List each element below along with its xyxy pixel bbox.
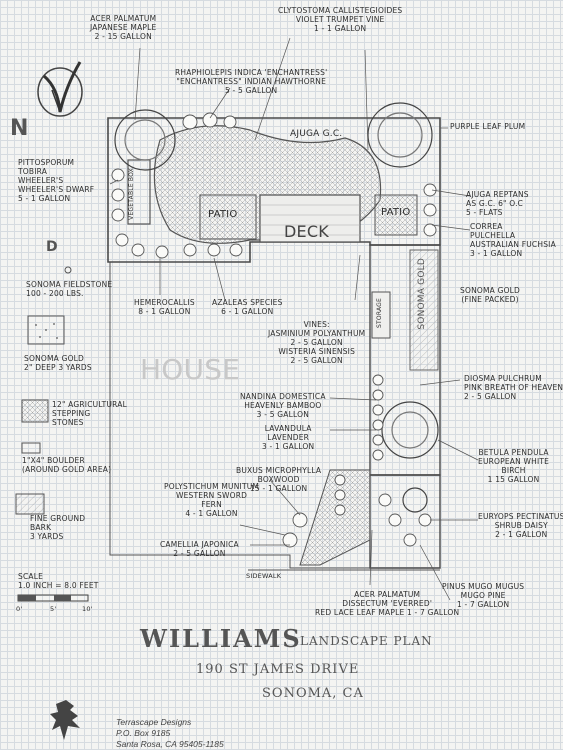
scale-tick-5: 5' [50,605,57,613]
label-sonoma-gold-legend: Sonoma Gold 2" deep 3 yards [24,354,92,372]
title-address: 190 St James Drive [196,662,360,677]
patio-right-area [374,194,418,236]
storage-area [371,291,391,339]
label-pittosporum: Pittosporum Tobira Wheeler's Wheeler's D… [18,158,95,203]
sonoma-gold-swatch [27,315,65,345]
label-purple-leaf-plum: Purple Leaf Plum [450,122,526,131]
label-lavandula: Lavandula Lavender 3 - 1 Gallon [262,424,315,451]
label-acer-dissectum: Acer Palmatum Dissectum 'Everred' Red La… [315,590,460,617]
firm-address-1: P.O. Box 9185 [116,728,171,738]
deck-area [259,194,361,243]
north-arrow-icon [37,61,83,117]
sonoma-gold-strip [409,249,439,371]
label-sonoma-fieldstone: Sonoma Fieldstone 100 - 200 lbs. [26,280,113,298]
label-betula: Betula Pendula European White Birch 1 15… [478,448,550,484]
label-deck: Deck [284,222,329,241]
label-patio-right: Patio [381,207,411,218]
label-house: House [140,353,241,386]
scale-bar [17,594,89,602]
backyard-boundary [107,117,441,263]
terrascape-logo-icon [50,700,80,740]
label-pinus: Pinus Mugo Mugus Mugo Pine 1 - 7 Gallon [442,582,525,609]
patio-left-area [199,194,257,240]
label-bark: Fine Ground Bark 3 yards [30,514,86,541]
title-client-name: Williams [140,624,302,653]
stepping-stones-swatch [21,399,49,423]
north-logo-letter: N [10,116,29,141]
label-camellia: Camellia Japonica 2 - 5 Gallon [160,540,239,558]
label-sidewalk: Sidewalk [246,572,282,580]
label-hemerocallis: Hemerocallis 8 - 1 Gallon [134,298,195,316]
label-ajuga-gc: Ajuga G.C. [290,129,343,139]
label-sonoma-gold-strip: Sonoma Gold [417,258,427,330]
label-polystichum: Polystichum munitum Western Sword Fern 4… [164,482,260,518]
shrub-symbols [111,112,437,548]
label-buxus: Buxus Microphylla Boxwood 15 - 1 Gallon [236,466,322,493]
label-acer-palmatum: Acer Palmatum Japanese Maple 2 - 15 Gall… [90,14,157,41]
label-clytostoma: Clytostoma Callistegioides Violet Trumpe… [278,6,403,33]
label-sonoma-gold-packed: Sonoma Gold (Fine Packed) [460,286,521,304]
label-patio-left: Patio [208,209,238,220]
firm-name: Terrascape Designs [116,717,192,727]
title-city: Sonoma, CA [262,686,364,701]
scale-label: Scale 1.0 inch = 8.0 feet [18,572,99,590]
label-storage: Storage [376,298,383,328]
scale-tick-0: 0' [16,605,23,613]
boulder-swatch [21,442,41,454]
title-plan-type: Landscape Plan [300,634,433,648]
label-nandina: Nandina Domestica Heavenly Bamboo 3 - 5 … [240,392,326,419]
label-correa: Correa Pulchella Australian Fuchsia 3 - … [470,222,556,258]
front-walkway [299,469,371,566]
label-euryops: Euryops Pectinatus Shrub Daisy 2 - 1 Gal… [478,512,563,539]
label-vegetable-box: Vegetable Box [128,168,135,220]
fieldstone-letter: D [46,239,58,255]
label-vines: Vines: Jasminium Polyanthum 2 - 5 Gallon… [268,320,366,365]
scale-tick-10: 10' [82,605,93,613]
label-boulder: 1"x4" Boulder (Around Gold Area) [22,456,112,474]
fieldstone-icon [64,266,72,274]
firm-address-2: Santa Rosa, CA 95405-1185 [116,739,224,749]
label-ajuga-reptans: Ajuga Reptans as G.C. 6" O.C 5 - Flats [466,190,529,217]
tree-symbols [114,102,439,513]
leader-lines [109,37,479,601]
vegetable-box [127,159,151,225]
label-azaleas: Azaleas Species 6 - 1 Gallon [212,298,283,316]
bark-swatch [15,493,45,515]
label-stepping-stones: 12" Agricultural Stepping Stones [52,400,127,427]
label-rhaphiolepis: Rhaphiolepis Indica 'Enchantress' "Encha… [175,68,328,95]
label-diosma: Diosma Pulchrum Pink Breath of Heaven 2 … [464,374,563,401]
